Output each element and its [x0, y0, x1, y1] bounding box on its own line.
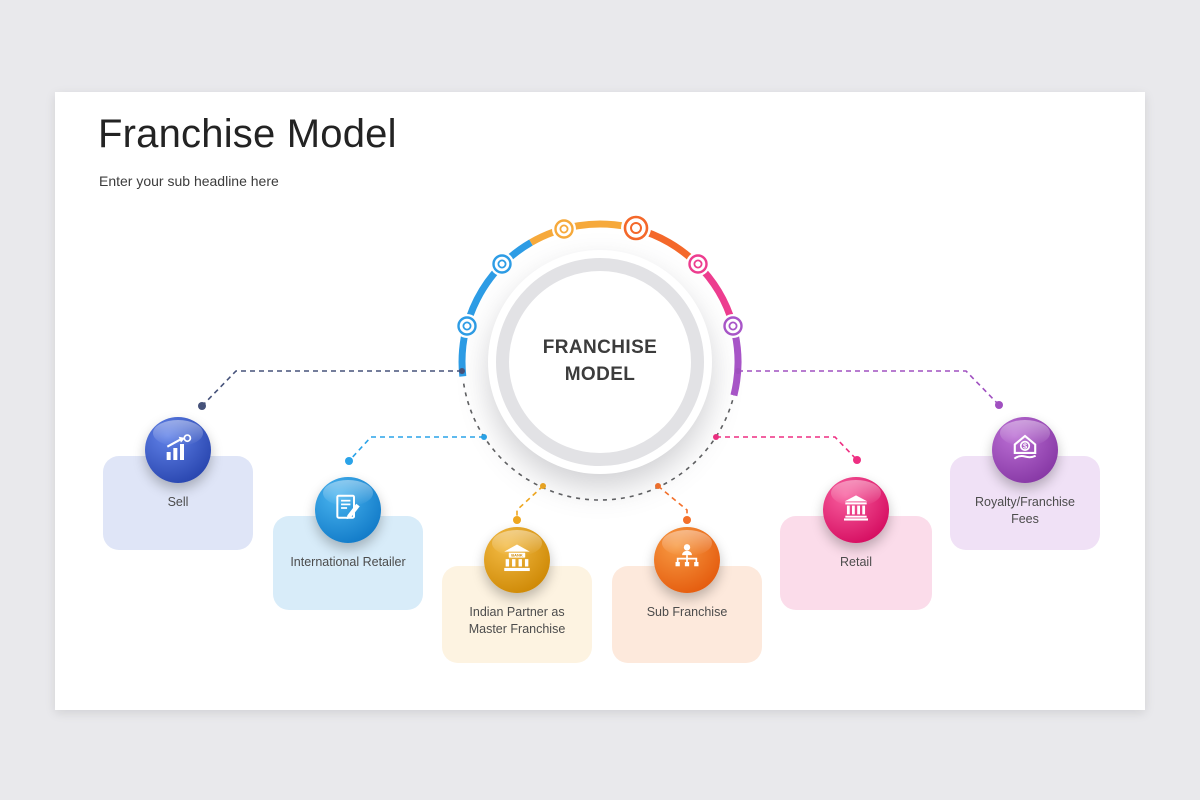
node-retail: Retail	[780, 477, 932, 610]
hierarchy-icon	[671, 542, 703, 579]
bank-icon-text: BANK	[511, 552, 523, 557]
house-dollar-icon: $	[1008, 431, 1042, 470]
node-indian-partner: BANK Indian Partner as Master Franchise	[442, 527, 592, 663]
growth-chart-icon	[162, 432, 194, 469]
node-icon-bubble: $	[992, 417, 1058, 483]
center-circle: FRANCHISE MODEL	[488, 250, 712, 474]
node-sell: Sell	[103, 417, 253, 550]
node-icon-bubble	[145, 417, 211, 483]
node-sub-franchise: Sub Franchise	[612, 527, 762, 663]
dollar-icon-text: $	[1023, 441, 1027, 450]
node-label: Sub Franchise	[646, 605, 728, 619]
center-title-line1: FRANCHISE	[542, 337, 658, 359]
node-label: International Retailer	[290, 555, 406, 569]
contract-pen-icon	[332, 492, 364, 529]
center-title: FRANCHISE MODEL	[543, 335, 657, 388]
node-label: Sell	[167, 495, 189, 509]
node-international-retailer: International Retailer	[273, 477, 423, 610]
storefront-bank-icon	[840, 492, 872, 529]
bank-icon: BANK	[500, 541, 534, 580]
node-label: Royalty/Franchise Fees	[974, 495, 1076, 526]
node-royalty-fees: $ Royalty/Franchise Fees	[950, 417, 1100, 550]
node-icon-bubble	[823, 477, 889, 543]
slide-title: Franchise Model	[98, 112, 397, 156]
node-label: Indian Partner as Master Franchise	[468, 605, 566, 636]
node-icon-bubble	[315, 477, 381, 543]
node-label: Retail	[840, 555, 872, 569]
node-icon-bubble: BANK	[484, 527, 550, 593]
center-title-line2: MODEL	[564, 364, 636, 385]
node-icon-bubble	[654, 527, 720, 593]
slide-subtitle: Enter your sub headline here	[99, 173, 279, 189]
center-ring: FRANCHISE MODEL	[496, 258, 704, 466]
